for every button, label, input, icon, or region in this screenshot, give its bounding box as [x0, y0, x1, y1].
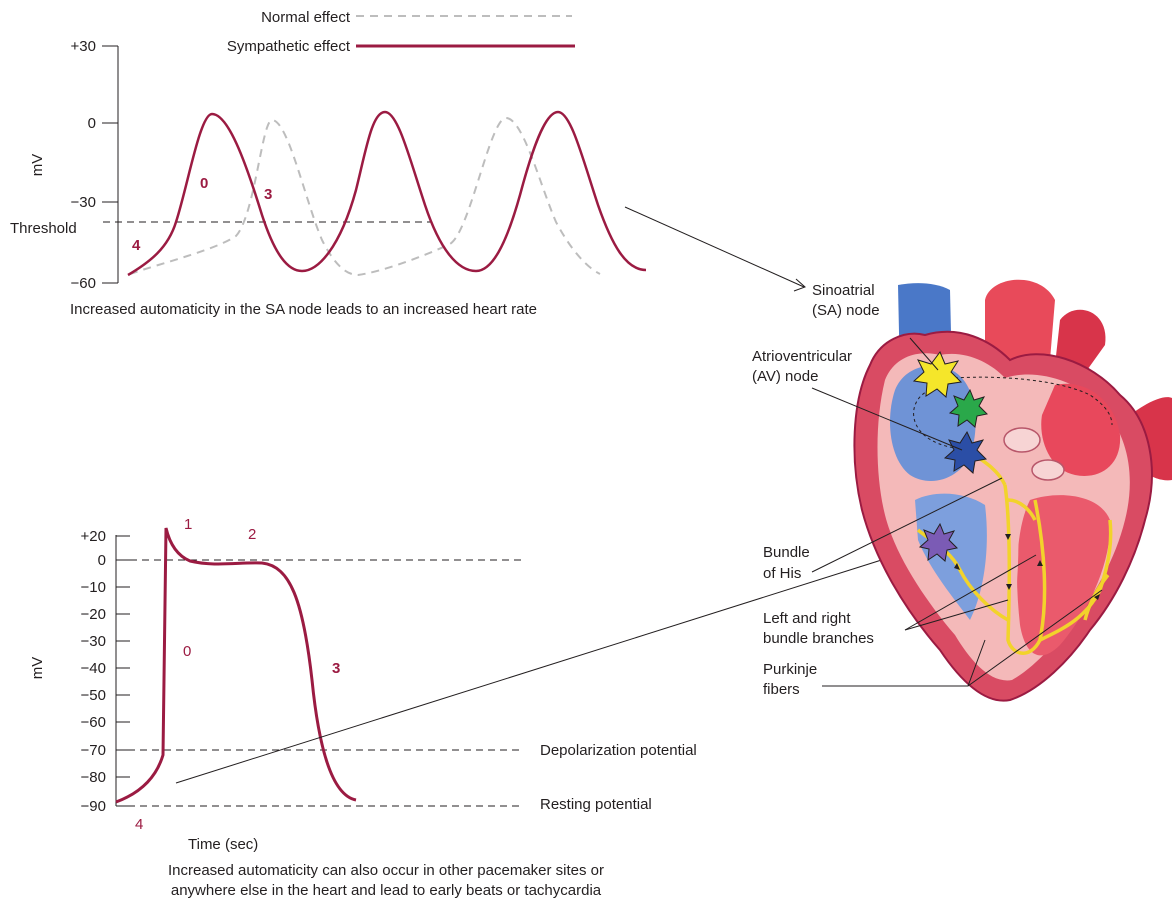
top-tick-label-m30: −30	[71, 194, 96, 211]
mitral-valve	[1032, 460, 1064, 480]
bottom-y-label: mV	[29, 657, 46, 680]
bottom-tick-label-m90: −90	[81, 798, 106, 815]
bottom-tick-label-m80: −80	[81, 769, 106, 786]
pk-label-line1: Purkinje	[763, 661, 817, 678]
bottom-tick-label-m30: −30	[81, 633, 106, 650]
bb-label-line1: Left and right	[763, 610, 851, 627]
bottom-phase-0: 0	[183, 643, 191, 660]
his-label-line2: of His	[763, 565, 801, 582]
bottom-caption-line2: anywhere else in the heart and lead to e…	[171, 882, 602, 899]
threshold-label: Threshold	[10, 220, 77, 237]
bottom-x-label: Time (sec)	[188, 836, 258, 853]
his-label-line1: Bundle	[763, 544, 810, 561]
action-potential-curve	[116, 528, 356, 802]
top-tick-label-p30: +30	[71, 38, 96, 55]
top-tick-label-m60: −60	[71, 275, 96, 292]
av-label-line2: (AV) node	[752, 368, 818, 385]
sa-node-chart: Normal effect Sympathetic effect +30 0 −…	[10, 9, 646, 318]
tricuspid-valve	[1004, 428, 1040, 452]
bottom-tick-label-m10: −10	[81, 579, 106, 596]
top-phase-4: 4	[132, 237, 141, 254]
bottom-caption-line1: Increased automaticity can also occur in…	[168, 862, 604, 879]
bottom-tick-label-m60: −60	[81, 714, 106, 731]
depolarization-label: Depolarization potential	[540, 742, 697, 759]
av-label-line1: Atrioventricular	[752, 348, 852, 365]
resting-label: Resting potential	[540, 796, 652, 813]
bottom-tick-label-m50: −50	[81, 687, 106, 704]
pk-label-line2: fibers	[763, 681, 800, 698]
pacemaker-action-potential-chart: +20 0 −10 −20 −30 −40 −50 −60 −70 −80 −9…	[29, 516, 697, 899]
bottom-tick-label-m20: −20	[81, 606, 106, 623]
bottom-phase-1: 1	[184, 516, 192, 533]
bb-label-line2: bundle branches	[763, 630, 874, 647]
bottom-phase-2: 2	[248, 526, 256, 543]
sa-label-line1: Sinoatrial	[812, 282, 875, 299]
sa-label-line2: (SA) node	[812, 302, 880, 319]
top-chart-leader-line	[625, 207, 804, 287]
legend-sympathetic-label: Sympathetic effect	[227, 38, 351, 55]
top-caption: Increased automaticity in the SA node le…	[70, 301, 537, 318]
bottom-tick-label-p20: +20	[81, 528, 106, 545]
top-tick-label-0: 0	[88, 115, 96, 132]
top-y-label: mV	[29, 154, 46, 177]
bottom-phase-3: 3	[332, 660, 340, 677]
bottom-tick-label-m40: −40	[81, 660, 106, 677]
bottom-tick-label-0: 0	[98, 552, 106, 569]
left-ventricle	[1017, 495, 1110, 655]
heart-illustration	[854, 280, 1172, 701]
bottom-phase-4: 4	[135, 816, 143, 833]
legend-normal-label: Normal effect	[261, 9, 351, 26]
top-phase-3: 3	[264, 186, 272, 203]
bottom-y-ticks	[116, 536, 130, 806]
top-phase-0: 0	[200, 175, 208, 192]
bottom-tick-label-m70: −70	[81, 742, 106, 759]
sympathetic-effect-curve	[128, 112, 646, 275]
normal-effect-curve	[130, 118, 600, 275]
